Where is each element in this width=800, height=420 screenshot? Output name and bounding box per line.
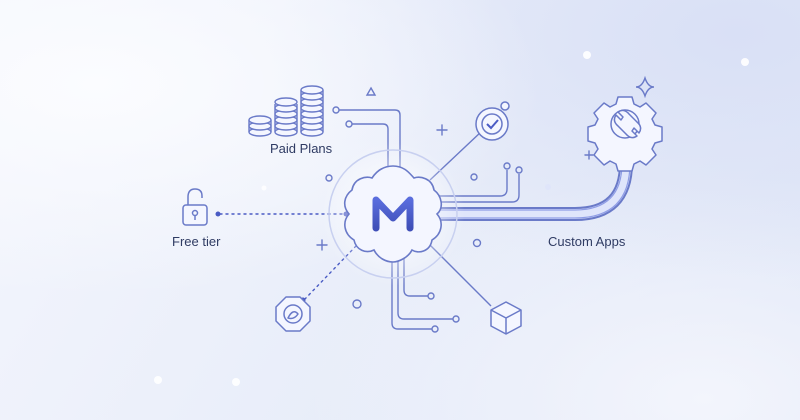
- checkmark-circle-icon: [475, 101, 510, 141]
- paid-plans-label: Paid Plans: [270, 141, 333, 156]
- cube-icon: [490, 301, 522, 335]
- decorative-sparkles: [154, 51, 749, 386]
- center-ring: [328, 149, 458, 279]
- unlocked-padlock-icon: [182, 188, 208, 226]
- octagon-badge-icon: [275, 296, 311, 332]
- gear-wrench-icon: [587, 96, 663, 172]
- custom-apps-label: Custom Apps: [548, 234, 626, 249]
- free-tier-dot: [215, 211, 221, 217]
- free-tier-label: Free tier: [172, 234, 221, 249]
- brand-logo-icon: [343, 165, 443, 263]
- coin-stacks-icon: [248, 85, 324, 137]
- decorative-marks: [316, 75, 655, 309]
